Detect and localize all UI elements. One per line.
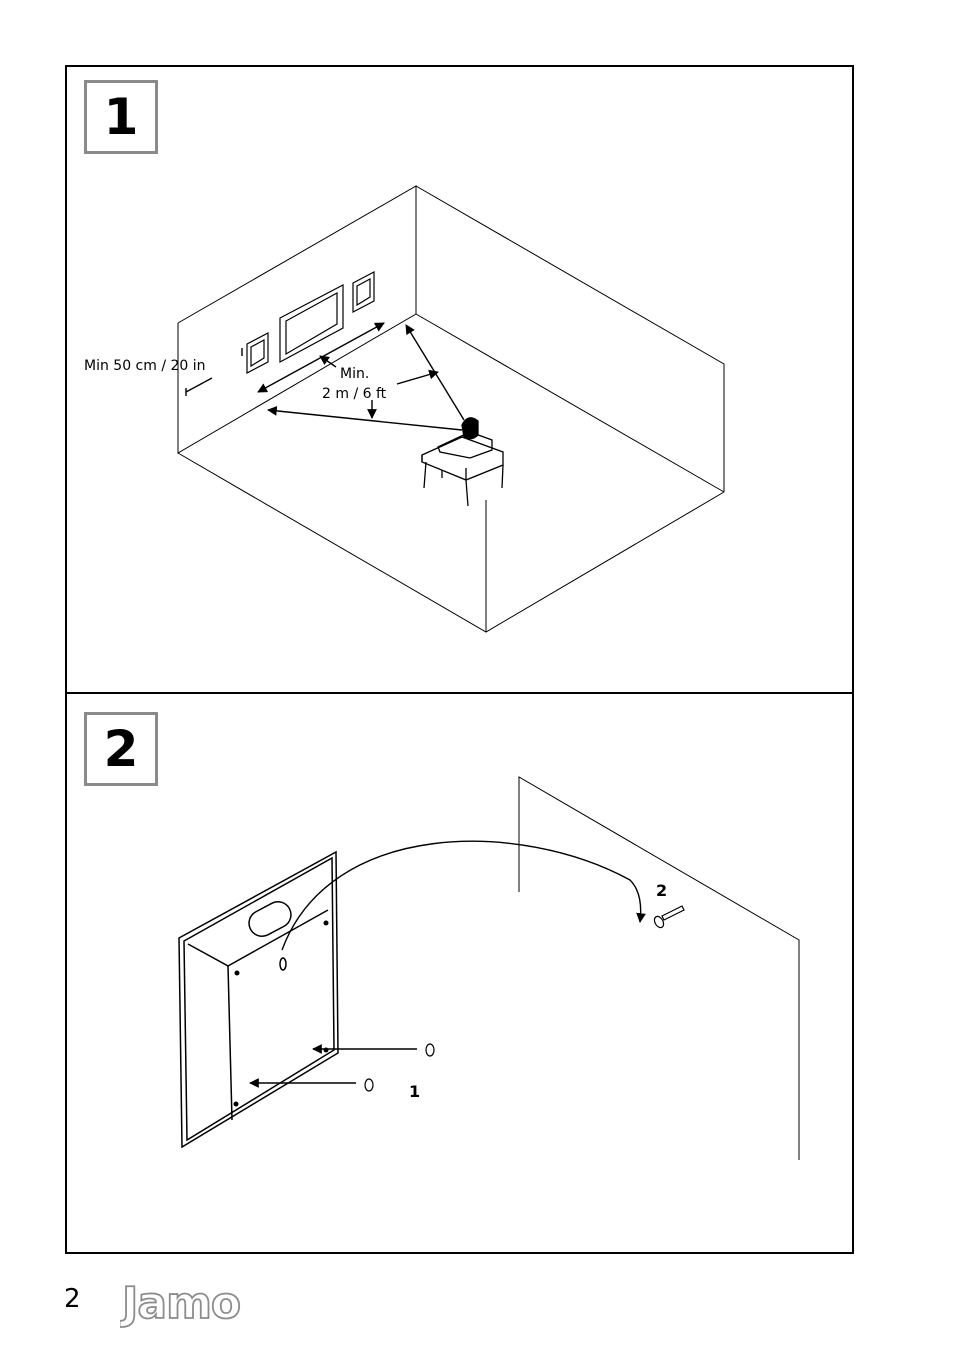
room-illustration — [178, 186, 724, 632]
step-2-marker-1: 1 — [409, 1082, 420, 1101]
panel-screw-holes — [234, 921, 329, 1107]
brand-wordmark: Jamo — [120, 1280, 240, 1329]
listening-distance-label: 2 m / 6 ft — [322, 386, 387, 402]
distance-arrows — [186, 323, 464, 430]
wall-screw — [653, 906, 684, 929]
mounting-arrows — [250, 841, 641, 1083]
min-label: Min. — [340, 366, 369, 382]
left-speaker — [247, 333, 268, 373]
listener-on-sofa — [422, 418, 503, 506]
speaker-back-panel — [179, 852, 338, 1147]
screw-hole-markers — [365, 1044, 434, 1091]
wall-outline — [519, 777, 799, 1160]
jamo-logo: Jamo — [120, 1280, 290, 1330]
wall-distance-label: Min 50 cm / 20 in — [84, 358, 206, 374]
right-speaker — [353, 272, 374, 312]
page-number: 2 — [64, 1284, 81, 1314]
step-2-marker-2: 2 — [656, 881, 667, 900]
